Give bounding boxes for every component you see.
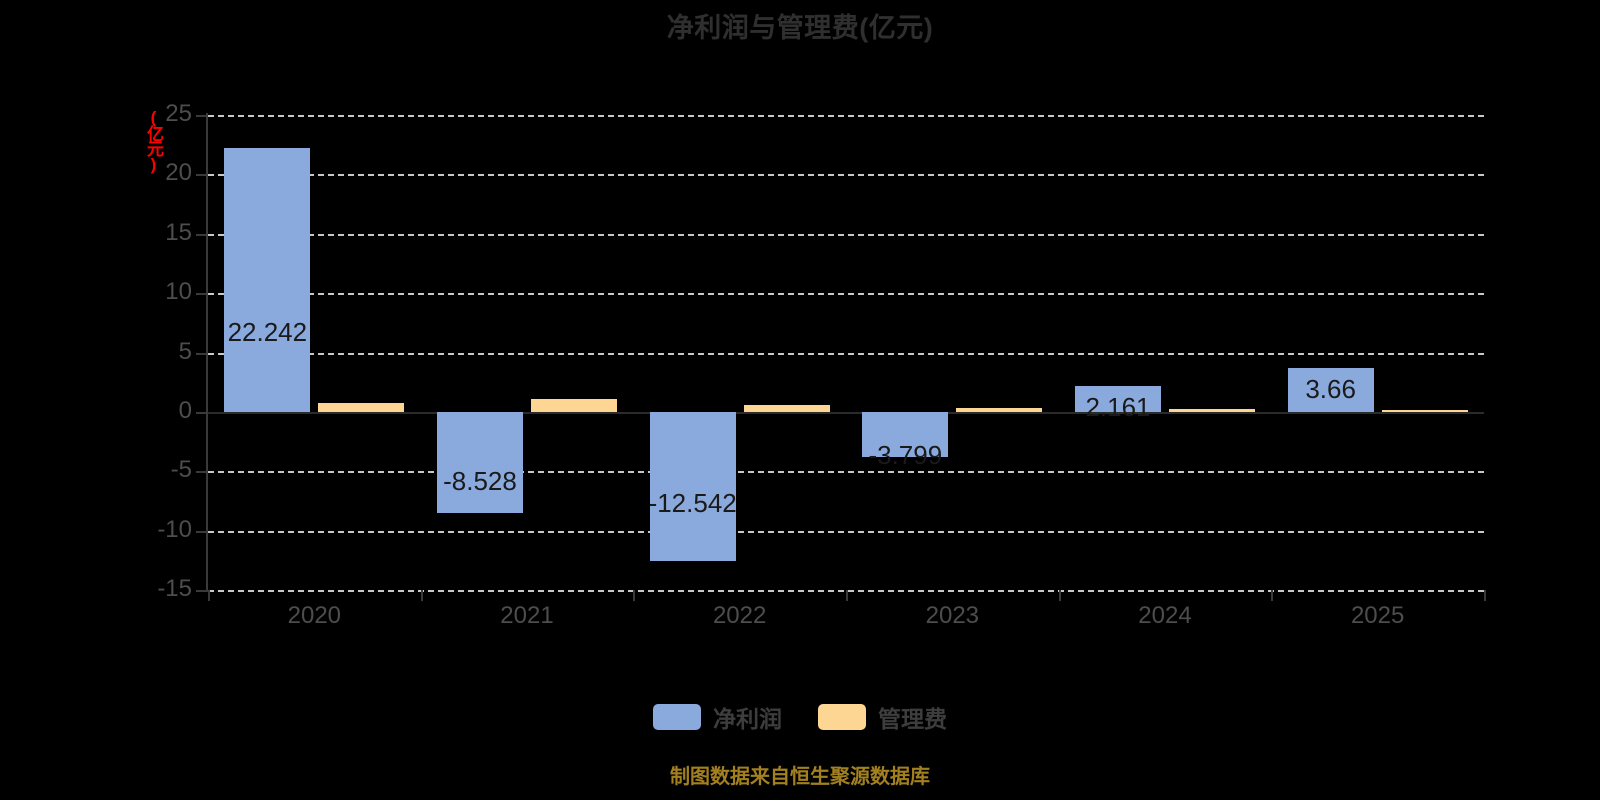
bar-管理费-2020[interactable] bbox=[318, 402, 405, 412]
x-axis-label: 2020 bbox=[287, 602, 342, 629]
y-axis-tick-label: 15 bbox=[165, 218, 192, 246]
bar-value-label: -12.542 bbox=[648, 487, 737, 518]
bar-管理费-2025[interactable] bbox=[1381, 409, 1468, 412]
y-axis-tick bbox=[196, 293, 208, 296]
gridline bbox=[208, 352, 1484, 355]
x-axis-tick bbox=[633, 590, 636, 601]
bar-管理费-2022[interactable] bbox=[743, 405, 830, 412]
x-axis-label: 2023 bbox=[925, 602, 980, 629]
x-axis-tick bbox=[846, 590, 848, 601]
x-axis-label: 2022 bbox=[712, 602, 767, 629]
y-axis-tick-label: -15 bbox=[157, 575, 192, 602]
chart-legend: 净利润 管理费 bbox=[0, 700, 1600, 734]
legend-item-管理费[interactable]: 管理费 bbox=[818, 700, 947, 734]
plot-area: 22.242 -8.528 -12.542 -3.799 2.161 3.66 bbox=[208, 115, 1484, 592]
y-axis-tick bbox=[196, 471, 208, 474]
x-axis-label: 2024 bbox=[1138, 602, 1192, 629]
y-axis-tick bbox=[196, 233, 208, 236]
legend-swatch-icon bbox=[818, 704, 866, 730]
gridline bbox=[208, 471, 1484, 474]
bar-value-label: -8.528 bbox=[443, 465, 517, 496]
x-axis-label: 2025 bbox=[1350, 602, 1405, 629]
gridline bbox=[208, 530, 1484, 533]
gridline bbox=[208, 293, 1484, 296]
y-axis-tick-label: 10 bbox=[165, 278, 192, 306]
y-axis-tick bbox=[196, 174, 208, 177]
chart-title: 净利润与管理费(亿元) bbox=[666, 13, 934, 43]
y-axis-tick bbox=[196, 411, 208, 414]
legend-label: 管理费 bbox=[878, 706, 947, 732]
gridline bbox=[208, 174, 1484, 177]
y-axis-tick bbox=[196, 115, 208, 117]
legend-item-净利润[interactable]: 净利润 bbox=[653, 700, 782, 734]
x-axis-tick bbox=[1271, 590, 1274, 601]
footer-source-note: 制图数据来自恒生聚源数据库 bbox=[670, 766, 930, 788]
x-axis-tick bbox=[1058, 590, 1061, 601]
x-axis-tick bbox=[208, 590, 210, 601]
bar-value-label: 3.66 bbox=[1305, 374, 1356, 405]
bar-管理费-2023[interactable] bbox=[956, 408, 1043, 412]
bar-管理费-2021[interactable] bbox=[531, 398, 617, 412]
y-axis-tick-label: 20 bbox=[165, 159, 192, 187]
x-axis-label: 2021 bbox=[500, 602, 554, 629]
gridline bbox=[208, 411, 1484, 414]
y-axis-tick bbox=[196, 590, 208, 592]
bar-净利润-2024[interactable] bbox=[1075, 386, 1161, 412]
x-axis-tick bbox=[420, 590, 423, 601]
bar-value-label: 22.242 bbox=[227, 316, 308, 347]
y-axis-tick bbox=[196, 352, 208, 355]
bar-value-label: -3.799 bbox=[868, 439, 943, 470]
gridline bbox=[208, 233, 1484, 236]
bar-净利润-2025[interactable] bbox=[1287, 368, 1374, 412]
gridline bbox=[208, 115, 1484, 117]
bar-管理费-2024[interactable] bbox=[1169, 408, 1255, 412]
y-axis-tick-label: -5 bbox=[170, 456, 192, 484]
legend-swatch-icon bbox=[653, 704, 701, 730]
y-axis-tick-label: 5 bbox=[178, 337, 192, 365]
y-axis-tick bbox=[196, 530, 208, 533]
x-axis-tick bbox=[1484, 590, 1486, 601]
y-axis-tick-label: 25 bbox=[165, 100, 192, 127]
legend-label: 净利润 bbox=[713, 706, 782, 732]
bar-净利润-2020[interactable] bbox=[224, 147, 311, 412]
bar-净利润-2022[interactable] bbox=[649, 411, 736, 561]
y-axis-tick-label: 0 bbox=[178, 396, 192, 424]
y-axis-title: (亿元) bbox=[144, 108, 163, 172]
bar-净利润-2023[interactable] bbox=[862, 411, 949, 457]
y-axis-tick-label: -10 bbox=[157, 515, 192, 543]
bar-净利润-2021[interactable] bbox=[437, 411, 523, 514]
bar-value-label: 2.161 bbox=[1085, 392, 1151, 423]
